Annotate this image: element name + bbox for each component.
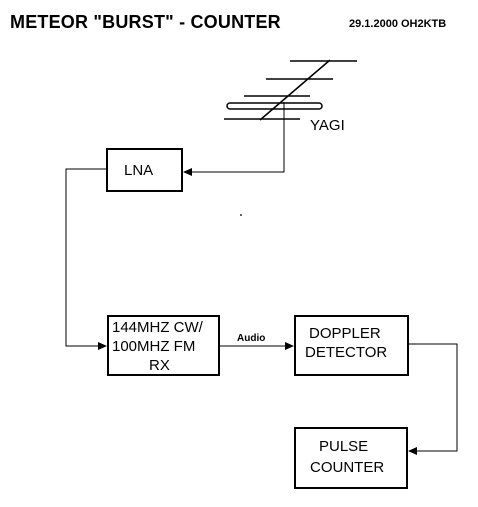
date-signature: 29.1.2000 OH2KTB: [349, 18, 447, 30]
arrow-into-doppler: [285, 342, 294, 350]
wire-antenna-lna: [188, 102, 285, 173]
doppler-detector-block: DOPPLER DETECTOR: [294, 315, 409, 376]
receiver-block: 144MHZ CW/ 100MHZ FM RX: [107, 315, 220, 376]
lna-block: LNA: [106, 148, 183, 192]
receiver-label-line1: 144MHZ CW/: [112, 319, 203, 336]
page-title: METEOR "BURST" - COUNTER: [10, 12, 281, 32]
counter-label-line1: PULSE: [319, 438, 369, 455]
receiver-label-line2: 100MHZ FM: [112, 338, 196, 355]
yagi-label: YAGI: [310, 117, 345, 134]
arrow-into-counter: [408, 447, 417, 455]
receiver-label-line3: RX: [149, 357, 170, 374]
wire-doppler-counter: [409, 343, 458, 452]
doppler-label-line1: DOPPLER: [309, 325, 381, 342]
audio-connection-label: Audio: [237, 333, 266, 344]
pulse-counter-block: PULSE COUNTER: [294, 427, 408, 489]
wire-lna-rx: [65, 168, 106, 347]
yagi-antenna-icon: [224, 59, 357, 121]
counter-label-line2: COUNTER: [310, 459, 385, 476]
arrow-into-lna: [183, 168, 192, 176]
lna-label: LNA: [124, 162, 154, 179]
arrow-into-rx: [98, 342, 107, 350]
doppler-label-line2: DETECTOR: [305, 344, 388, 361]
stray-dot: [240, 214, 242, 216]
